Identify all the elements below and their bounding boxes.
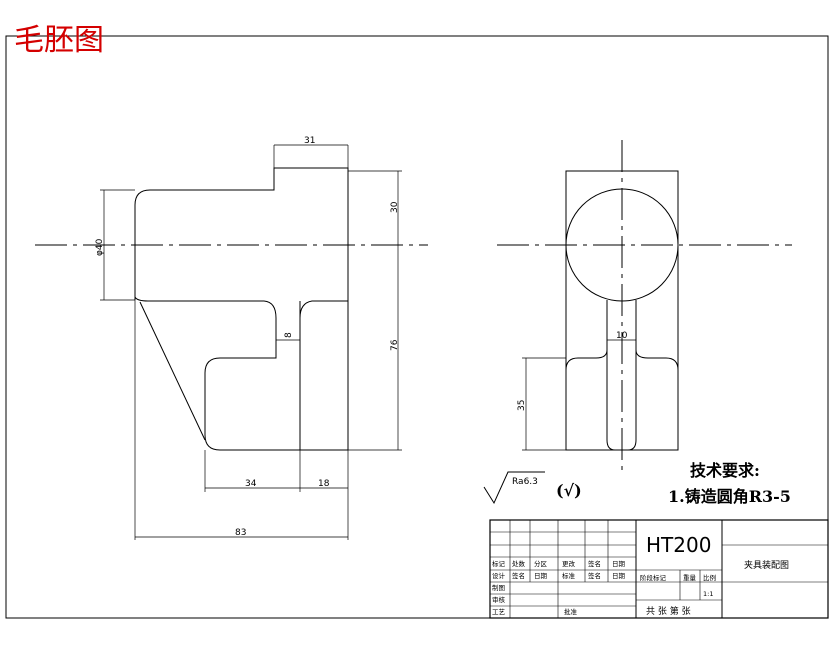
svg-text:签名: 签名 xyxy=(512,571,525,580)
svg-text:日期: 日期 xyxy=(612,560,626,568)
page-title: 毛胚图 xyxy=(14,23,104,58)
approve-label: 批准 xyxy=(564,607,578,616)
dim-side-slot: 10 xyxy=(616,331,628,341)
title-row-2: 设计 签名 日期 标准 签名 日期 xyxy=(492,571,626,580)
svg-text:日期: 日期 xyxy=(612,572,626,580)
drawing-border xyxy=(5,35,829,619)
material-label: HT200 xyxy=(646,533,711,557)
dim-diameter: φ40 xyxy=(95,238,105,256)
side-dimensions xyxy=(522,339,636,451)
svg-text:更改: 更改 xyxy=(562,559,576,568)
front-web-line xyxy=(139,301,206,441)
dim-bottom-left: 34 xyxy=(245,479,257,489)
svg-text:签名: 签名 xyxy=(588,571,601,580)
dim-left-height: 30 xyxy=(390,201,400,213)
front-view xyxy=(35,167,428,451)
dim-slot-width: 8 xyxy=(284,332,294,338)
side-bore xyxy=(565,188,679,302)
front-outline xyxy=(134,167,349,451)
svg-text:设计: 设计 xyxy=(492,571,506,580)
svg-text:分区: 分区 xyxy=(534,559,548,568)
roughness-mark: (√) xyxy=(556,481,582,500)
check-2-label: 审核 xyxy=(492,595,506,604)
craft-label: 工艺 xyxy=(492,608,506,616)
tech-item-1: 1.铸造圆角R3-5 xyxy=(668,487,791,506)
scale-value: 1:1 xyxy=(703,590,713,598)
dim-right-height: 76 xyxy=(390,339,400,351)
svg-text:处数: 处数 xyxy=(512,559,526,568)
side-view xyxy=(497,140,792,470)
dim-side-height: 35 xyxy=(517,400,527,411)
sheet-info: 共 张 第 张 xyxy=(646,605,691,617)
svg-text:标准: 标准 xyxy=(562,571,576,580)
weight-label: 重量 xyxy=(683,574,697,582)
scale-label: 比例 xyxy=(703,573,716,582)
dim-top-width: 31 xyxy=(304,136,315,146)
surface-finish-symbol xyxy=(483,471,545,505)
title-row-1: 标记 处数 分区 更改 签名 日期 xyxy=(492,559,626,568)
stage-mark-label: 阶段标记 xyxy=(640,573,667,582)
dim-bottom-right: 18 xyxy=(318,479,330,489)
svg-text:标记: 标记 xyxy=(492,559,506,568)
svg-text:签名: 签名 xyxy=(588,559,601,568)
roughness-label: Ra6.3 xyxy=(512,477,538,487)
tech-heading: 技术要求: xyxy=(690,461,760,480)
side-outline xyxy=(565,170,679,451)
drawing-name: 夹具装配图 xyxy=(744,559,789,571)
title-block xyxy=(489,519,829,619)
svg-text:日期: 日期 xyxy=(534,572,548,580)
check-1-label: 制图 xyxy=(492,583,505,592)
front-dimensions xyxy=(100,144,402,540)
dim-overall-width: 83 xyxy=(235,528,246,538)
